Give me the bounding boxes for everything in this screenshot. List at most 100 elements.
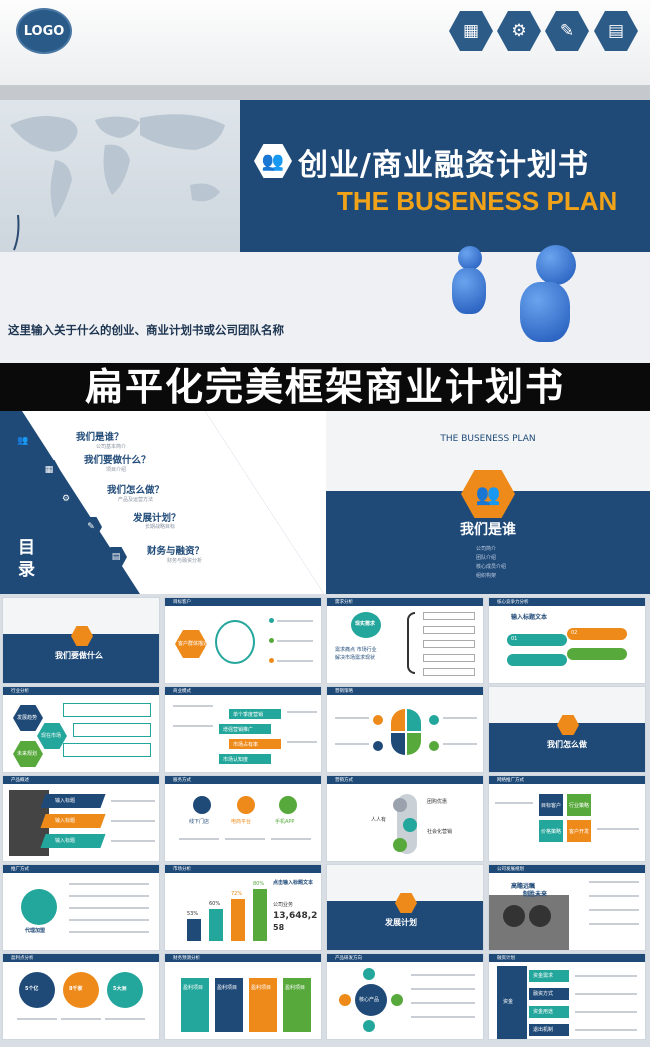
num-2: 02 [571, 630, 578, 636]
core: 核心产品 [359, 997, 380, 1003]
thumb-demand: 需求分析 现实需求 需求痛点 市场行业 解决市场需求现状 [326, 597, 484, 684]
line2: 解决市场需求现状 [335, 655, 376, 661]
world-map-icon [10, 114, 225, 251]
thumb-market-analysis: 市场分析 53% 60% 72% 80% 点击输入标题文本 公司业务 13,64… [164, 864, 322, 951]
thumb-header: 产品概述 [11, 778, 29, 783]
thumb-profit: 盈利点分析 5个亿 8千家 5大洲 [2, 953, 160, 1040]
col-label: 盈利项目 [217, 985, 238, 991]
label: 团购优惠 [427, 799, 448, 805]
bar-label: 市场认知度 [223, 757, 249, 763]
thumb-header: 网络推广方式 [497, 778, 524, 783]
label: 输入标题文本 [511, 614, 548, 621]
bar-label: 输入标题 [55, 798, 76, 804]
thumb-header: 融资计划 [497, 956, 515, 961]
divider-bar [0, 85, 650, 100]
row-label: 退出机制 [533, 1027, 554, 1033]
thumb-rnd: 产品研发方向 核心产品 [326, 953, 484, 1040]
thumb-section-what: 我们要做什么 [2, 597, 160, 684]
col-label: 盈利项目 [251, 985, 272, 991]
bar-label: 增强营销推广 [223, 727, 254, 733]
world-map-image [0, 100, 240, 252]
presentation-icon: ▦ [38, 460, 60, 480]
thumb-marketing: 营销策略 [326, 686, 484, 773]
thumb-header: 营销策略 [335, 689, 353, 694]
tile-label: 价格策略 [541, 829, 562, 835]
toc-item-1-sub: 公司基本简介 [96, 444, 127, 450]
hero-caption: 这里输入关于什么的创业、商业计划书或公司团队名称 [8, 323, 284, 337]
who-list-item: 核心成员介绍 [476, 564, 507, 570]
thumb-header: 营销方式 [335, 778, 353, 783]
thumb-header: 行业分析 [11, 689, 29, 694]
thumb-header: 推广方式 [11, 867, 29, 872]
label: 手机APP [275, 819, 295, 825]
row-label: 资金需求 [533, 973, 554, 979]
toc-label: 目录 [18, 538, 35, 580]
toc-slide: 目录 👥 我们是谁？ 公司基本简介 ▦ 我们要做什么？ 项目介绍 ⚙ 我们怎么做… [0, 411, 324, 594]
big-number-2: 58 [273, 923, 285, 932]
banner-title: 扁平化完美框架商业计划书 [84, 365, 565, 409]
top-bar [0, 0, 650, 85]
thumb-competition: 核心竞争力分析 输入标题文本 01 02 [488, 597, 646, 684]
title-panel [240, 100, 650, 252]
bar-label: 单个季度营销 [233, 712, 264, 718]
thumb-header: 商业模式 [173, 689, 191, 694]
thumb-industry: 行业分析 发展趋势 现在市场 未来规划 [2, 686, 160, 773]
who-heading: 我们是谁 [460, 522, 516, 538]
thumb-customers: 目标客户 客户群体描述 [164, 597, 322, 684]
tile-label: 目标客户 [541, 803, 562, 809]
note: 点击输入标题文本 [273, 880, 314, 886]
team-icon: 👥 [461, 470, 515, 518]
toc-item-4: 发展计划？ [133, 513, 181, 524]
figure-body-small [452, 268, 486, 314]
label: 社会化营销 [427, 829, 453, 835]
toc-item-5-sub: 财务与融资分析 [167, 558, 203, 564]
col-label: 盈利项目 [285, 985, 306, 991]
row-label: 资金用途 [533, 1009, 554, 1015]
chart-icon: ▤ [105, 547, 127, 567]
thumb-header: 公司发展规划 [497, 867, 524, 872]
banner-bg [0, 363, 650, 411]
team-icon: 👥 [254, 144, 292, 178]
stat: 8千家 [69, 986, 83, 992]
hero-title: 创业/商业融资计划书 [298, 148, 589, 183]
tile-label: 行业策略 [569, 803, 590, 809]
figure-head-small [458, 246, 482, 270]
pct: 80% [253, 881, 265, 887]
who-list-item: 公司简介 [476, 546, 497, 552]
thumb-service: 服务方式 线下门店 电商平台 手机APP [164, 775, 322, 862]
thumb-header: 需求分析 [335, 600, 353, 605]
who-list-item: 团队介绍 [476, 555, 497, 561]
big-number: 13,648,2 [273, 911, 318, 921]
hex-label: 现在市场 [41, 733, 62, 739]
thumb-promotion-methods: 推广方式 代理加盟 [2, 864, 160, 951]
row-label: 融资方式 [533, 991, 554, 997]
bar-label: 输入标题 [55, 818, 76, 824]
thumb-header: 盈利点分析 [11, 956, 34, 961]
thumb-development: 公司发展规划 高瞻远瞩 制胜未来 [488, 864, 646, 951]
who-slide: THE BUSENESS PLAN 👥 我们是谁 公司简介 团队介绍 核心成员介… [326, 411, 650, 594]
pct: 72% [231, 891, 243, 897]
toc-item-3: 我们怎么做？ [107, 485, 165, 496]
thumb-section-plan: 发展计划 [326, 864, 484, 951]
heading: 制胜未来 [523, 891, 548, 898]
team-icon: 👥 [12, 431, 34, 451]
figure-head-large [536, 245, 576, 285]
thumb-product: 产品概述 输入标题 输入标题 输入标题 [2, 775, 160, 862]
thumb-marketing-methods: 营销方式 人人有 团购优惠 社会化营销 [326, 775, 484, 862]
hex-label: 未来规划 [17, 751, 38, 757]
thumb-business-model: 商业模式 单个季度营销 增强营销推广 市场占有率 市场认知度 [164, 686, 322, 773]
heading: 高瞻远瞩 [511, 883, 536, 890]
line1: 需求痛点 市场行业 [335, 647, 377, 653]
thumb-financing: 融资计划 资金 资金需求 融资方式 资金用途 退出机制 [488, 953, 646, 1040]
section-title: 我们怎么做 [547, 740, 587, 749]
pct: 53% [187, 911, 199, 917]
thumb-header: 目标客户 [173, 600, 191, 605]
col-label: 盈利项目 [183, 985, 204, 991]
toc-item-1: 我们是谁？ [76, 432, 124, 443]
presentation-icon: ▦ [449, 11, 493, 51]
label: 电商平台 [231, 819, 252, 825]
thumb-promotion: 网络推广方式 目标客户 行业策略 价格策略 客户开发 [488, 775, 646, 862]
who-list-item: 组织构架 [476, 573, 497, 579]
who-subtitle: THE BUSENESS PLAN [440, 434, 536, 444]
section-title: 我们要做什么 [55, 651, 103, 660]
